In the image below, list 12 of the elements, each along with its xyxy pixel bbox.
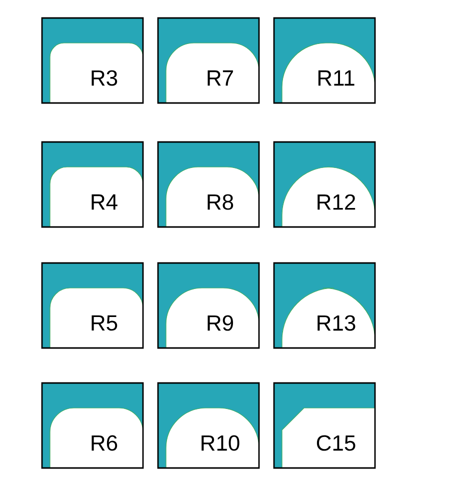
corner-tile: R12 (273, 141, 376, 228)
corner-tile: R7 (157, 17, 260, 104)
corner-tile: R9 (157, 262, 260, 349)
corner-tile: R11 (273, 17, 376, 104)
corner-tile: R13 (273, 262, 376, 349)
corner-tile: R6 (41, 382, 144, 469)
corner-tile: C15 (273, 382, 376, 469)
corner-tile: R10 (157, 382, 260, 469)
corner-tile: R8 (157, 141, 260, 228)
corner-tile: R4 (41, 141, 144, 228)
corner-tile: R3 (41, 17, 144, 104)
corner-tile: R5 (41, 262, 144, 349)
